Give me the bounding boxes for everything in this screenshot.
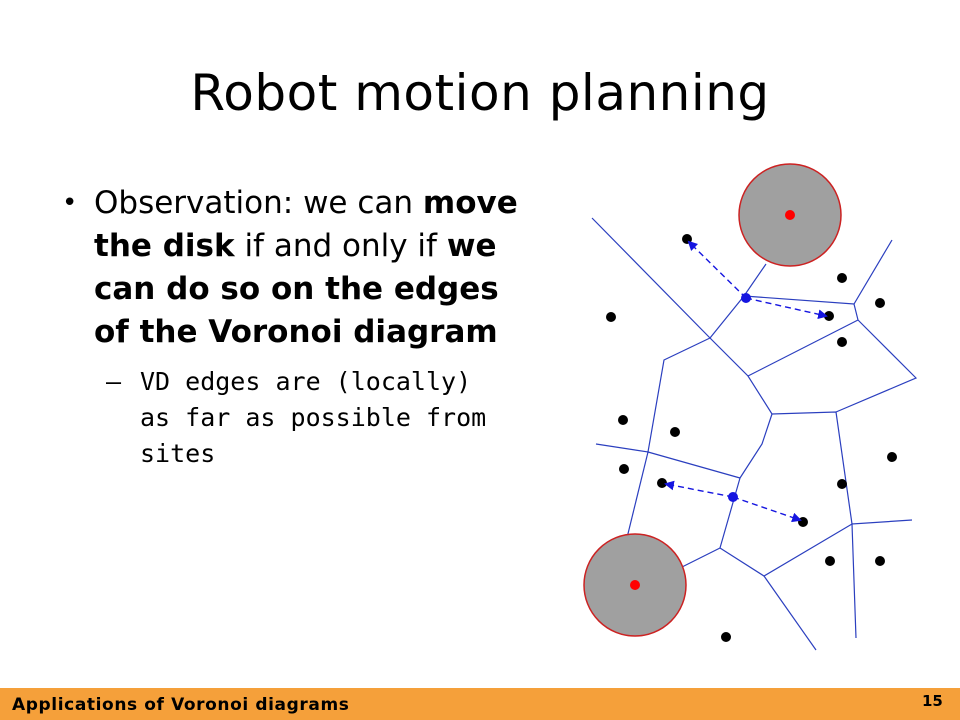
voronoi-edge <box>747 319 859 377</box>
voronoi-edge-point <box>728 492 738 502</box>
site-point <box>875 298 885 308</box>
motion-paths <box>664 240 828 523</box>
voronoi-edge <box>647 413 773 479</box>
sub-bullet-text: VD edges are (locally) as far as possibl… <box>140 367 487 468</box>
site-point <box>837 337 847 347</box>
site-point <box>619 464 629 474</box>
retraction-arrow <box>687 240 747 299</box>
site-point <box>825 556 835 566</box>
voronoi-edge-point <box>741 293 751 303</box>
retraction-arrow <box>664 480 734 498</box>
site-point <box>837 273 847 283</box>
footer-label: Applications of Voronoi diagrams <box>12 695 350 715</box>
retraction-arrow <box>732 496 802 523</box>
bullet-marker: • <box>62 188 78 218</box>
voronoi-edge <box>679 547 721 569</box>
voronoi-edge <box>623 451 649 551</box>
bullet-text-4: we can do so on the edges of the Voronoi… <box>94 228 499 350</box>
disk-center-point <box>630 580 640 590</box>
site-point <box>670 427 680 437</box>
retraction-arrow <box>745 297 828 320</box>
sub-bullet-vd-edges: – VD edges are (locally) as far as possi… <box>62 364 500 472</box>
site-point <box>875 556 885 566</box>
bullet-observation: • Observation: we can move the disk if a… <box>62 182 532 354</box>
site-point <box>887 452 897 462</box>
slide-title: Robot motion planning <box>190 64 770 122</box>
site-point <box>606 312 616 322</box>
voronoi-edge <box>591 217 913 525</box>
slide-body: • Observation: we can move the disk if a… <box>62 182 532 472</box>
voronoi-edge <box>835 303 918 413</box>
page-number: 15 <box>922 692 943 710</box>
site-point <box>682 234 692 244</box>
bullet-text-1: Observation: we can <box>94 185 423 221</box>
site-point <box>837 479 847 489</box>
voronoi-edge <box>763 575 817 651</box>
site-point <box>618 415 628 425</box>
disk-center-point <box>785 210 795 220</box>
bullet-text-2: move the disk <box>94 185 518 264</box>
sub-bullet-marker: – <box>106 367 122 396</box>
robot-disks <box>583 163 842 637</box>
voronoi-edge <box>595 337 711 453</box>
footer-bar: Applications of Voronoi diagrams 15 <box>0 688 960 720</box>
site-point <box>798 517 808 527</box>
voronoi-edge <box>719 477 857 639</box>
bullet-text-3: if and only if <box>234 228 447 264</box>
site-point <box>657 478 667 488</box>
site-point <box>721 632 731 642</box>
